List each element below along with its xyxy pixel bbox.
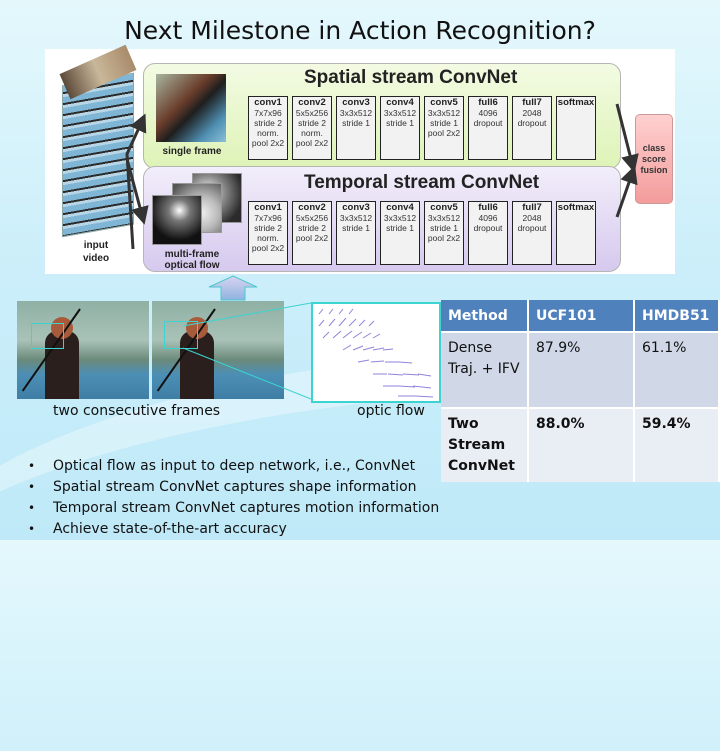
table-row: Dense Traj. + IFV 87.9% 61.1%	[441, 331, 720, 408]
temporal-stream-title: Temporal stream ConvNet	[304, 172, 540, 193]
optical-flow-input-label: multi-frame optical flow	[164, 249, 220, 271]
cell-hmdb51: 59.4%	[634, 407, 720, 482]
temporal-stream-panel: multi-frame optical flow Temporal stream…	[143, 166, 621, 272]
optic-flow-image	[311, 302, 441, 403]
header-ucf101: UCF101	[528, 300, 635, 332]
bullet-icon: •	[28, 522, 36, 536]
bullet-list: •Optical flow as input to deep network, …	[28, 456, 439, 540]
diagram-arrows	[125, 103, 639, 250]
region-of-interest-box	[31, 323, 64, 349]
multi-frame-optical-flow-images	[152, 173, 242, 245]
frame-2-image	[152, 301, 284, 399]
region-of-interest-box	[164, 321, 198, 349]
temporal-layer-softmax: softmax	[556, 201, 596, 265]
spatial-stream-panel: single frame Spatial stream ConvNet conv…	[143, 63, 621, 169]
table-row: Two Stream ConvNet 88.0% 59.4%	[441, 407, 720, 482]
zoom-connector-lines	[182, 302, 312, 400]
bullet-icon: •	[28, 459, 36, 473]
cell-method: Dense Traj. + IFV	[441, 331, 529, 408]
header-hmdb51: HMDB51	[634, 300, 720, 332]
spatial-stream-title: Spatial stream ConvNet	[304, 67, 518, 88]
frames-caption: two consecutive frames	[53, 403, 221, 419]
bullet-item: •Optical flow as input to deep network, …	[28, 456, 439, 477]
two-stream-architecture-diagram: input video single frame Spatial stream …	[45, 44, 675, 274]
spatial-layer-softmax: softmax	[556, 96, 596, 160]
bullet-item: •Spatial stream ConvNet captures shape i…	[28, 477, 439, 498]
slide-title: Next Milestone in Action Recognition?	[124, 16, 596, 45]
single-frame-label: single frame	[162, 146, 222, 157]
cell-ucf101: 88.0%	[528, 407, 635, 482]
frame-1-image	[17, 301, 149, 399]
input-video-label: input video	[82, 240, 110, 264]
bullet-item: •Achieve state-of-the-art accuracy	[28, 519, 439, 540]
header-method: Method	[441, 300, 529, 332]
table-header-row: Method UCF101 HMDB51	[441, 300, 720, 332]
single-frame-thumbnail	[156, 74, 226, 142]
up-arrow-icon	[208, 275, 258, 301]
two-consecutive-frames-images	[17, 301, 284, 399]
bullet-icon: •	[28, 501, 36, 515]
cell-ucf101: 87.9%	[528, 331, 635, 408]
cell-method: Two Stream ConvNet	[441, 407, 529, 482]
results-table: Method UCF101 HMDB51 Dense Traj. + IFV 8…	[441, 300, 720, 482]
optic-flow-caption: optic flow	[357, 403, 425, 419]
cell-hmdb51: 61.1%	[634, 331, 720, 408]
bullet-icon: •	[28, 480, 36, 494]
bullet-item: •Temporal stream ConvNet captures motion…	[28, 498, 439, 519]
